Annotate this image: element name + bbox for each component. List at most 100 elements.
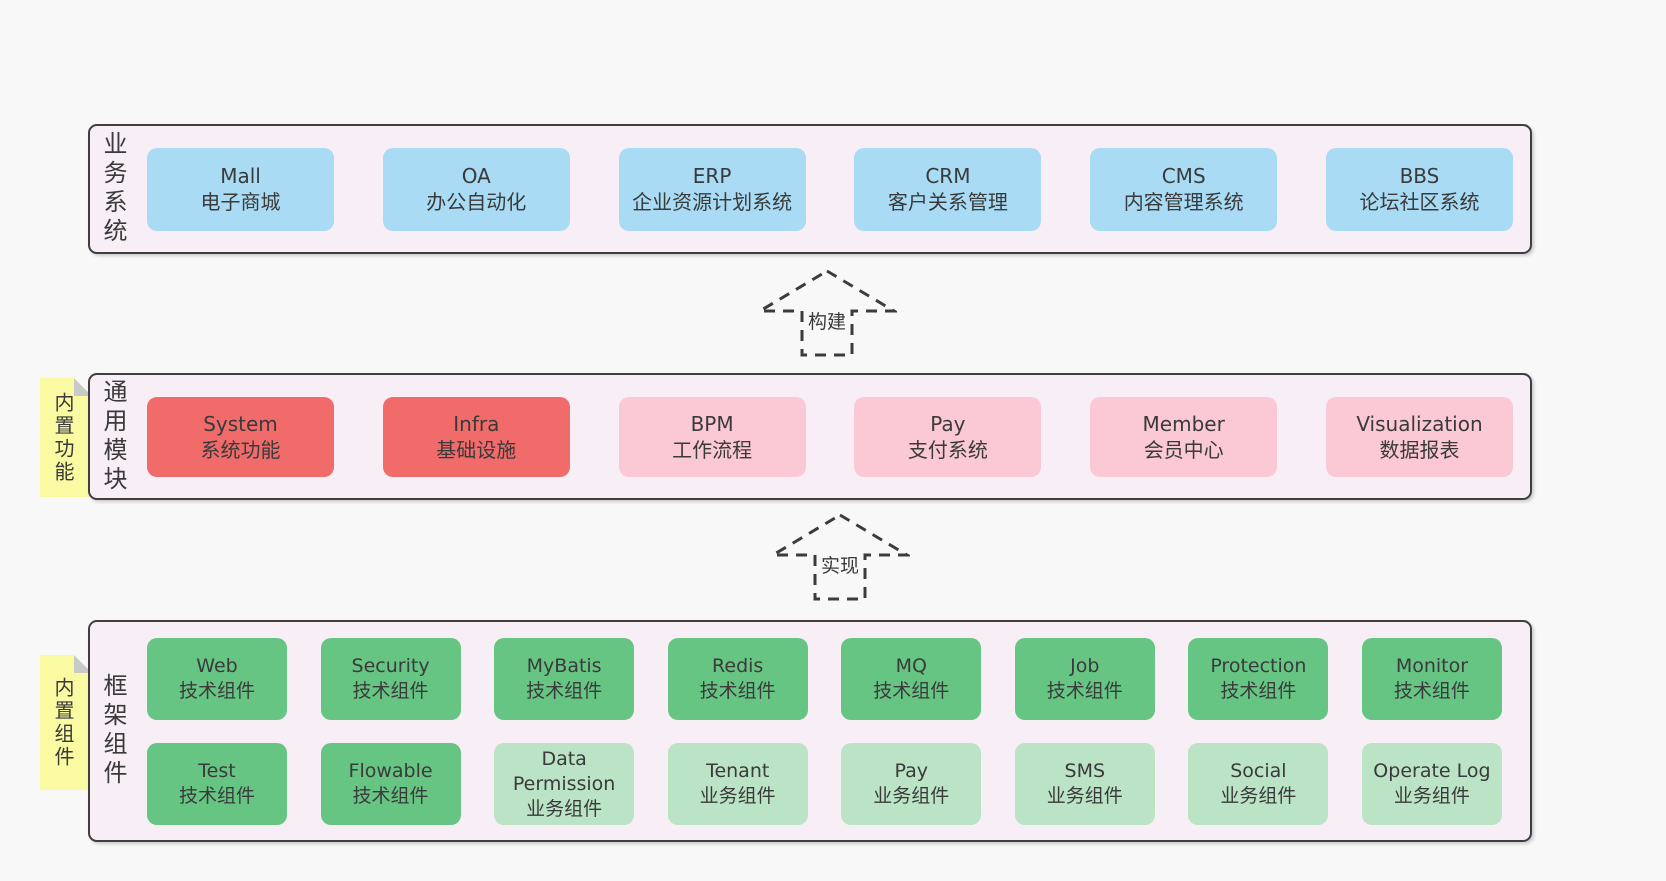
box-subtitle: 支付系统 xyxy=(907,437,988,462)
box-title: BPM xyxy=(690,411,734,436)
arrow-implement: 实现 xyxy=(770,512,910,602)
box-title: Data Permission xyxy=(512,747,616,795)
layer-framework-components: 框架组件 Web 技术组件 Security 技术组件 MyBatis 技术组件… xyxy=(88,620,1532,842)
box-bbs: BBS 论坛社区系统 xyxy=(1325,147,1513,231)
box-member: Member 会员中心 xyxy=(1090,396,1278,477)
up-arrow-icon xyxy=(770,513,910,601)
box-subtitle: 会员中心 xyxy=(1143,437,1224,462)
box-title: Flowable xyxy=(348,760,433,782)
box-erp: ERP 企业资源计划系统 xyxy=(618,147,806,231)
box-title: Operate Log xyxy=(1373,760,1491,782)
sticky-note-label: 内置组件 xyxy=(51,676,75,769)
box-pay-component: Pay 业务组件 xyxy=(841,743,982,825)
box-title: Member xyxy=(1142,411,1225,436)
box-subtitle: 工作流程 xyxy=(672,437,753,462)
box-test: Test 技术组件 xyxy=(147,743,287,825)
box-monitor: Monitor 技术组件 xyxy=(1361,638,1502,720)
component-row-2: Test 技术组件 Flowable 技术组件 Data Permission … xyxy=(147,743,1502,825)
box-mall: Mall 电子商城 xyxy=(147,147,334,231)
box-title: CMS xyxy=(1161,164,1206,188)
arrow-build: 构建 xyxy=(757,268,897,358)
layer-label-business-systems: 业务系统 xyxy=(99,131,127,247)
box-subtitle: 技术组件 xyxy=(1046,680,1123,702)
box-redis: Redis 技术组件 xyxy=(667,638,808,720)
arrow-build-label: 构建 xyxy=(804,306,850,335)
box-visualization: Visualization 数据报表 xyxy=(1325,396,1513,477)
box-infra: Infra 基础设施 xyxy=(382,396,570,477)
box-subtitle: 技术组件 xyxy=(352,785,429,807)
box-operate-log: Operate Log 业务组件 xyxy=(1361,743,1502,825)
box-title: Security xyxy=(351,655,430,677)
box-title: Test xyxy=(198,760,236,782)
business-boxes: Mall 电子商城 OA 办公自动化 ERP 企业资源计划系统 CRM 客户关系… xyxy=(147,126,1513,252)
box-title: MyBatis xyxy=(526,655,602,677)
box-subtitle: 业务组件 xyxy=(526,797,603,820)
box-title: System xyxy=(203,411,278,436)
sticky-note-label: 内置功能 xyxy=(51,391,75,484)
box-title: Mall xyxy=(220,164,261,188)
component-rows: Web 技术组件 Security 技术组件 MyBatis 技术组件 Redi… xyxy=(147,638,1502,825)
box-subtitle: 系统功能 xyxy=(200,437,281,462)
box-title: CRM xyxy=(925,164,971,188)
box-sms: SMS 业务组件 xyxy=(1014,743,1155,825)
layer-business-systems: 业务系统 Mall 电子商城 OA 办公自动化 ERP 企业资源计划系统 CRM… xyxy=(88,124,1532,254)
box-title: Job xyxy=(1070,655,1100,677)
box-data-permission: Data Permission 业务组件 xyxy=(494,743,635,825)
box-title: Pay xyxy=(894,760,929,782)
box-cms: CMS 内容管理系统 xyxy=(1090,147,1278,231)
arrow-implement-label: 实现 xyxy=(817,550,863,579)
box-subtitle: 业务组件 xyxy=(1046,785,1123,807)
box-subtitle: 技术组件 xyxy=(873,680,950,702)
box-subtitle: 业务组件 xyxy=(1393,785,1470,807)
box-title: Social xyxy=(1230,760,1287,782)
box-subtitle: 技术组件 xyxy=(699,680,776,702)
up-arrow-icon xyxy=(757,269,897,357)
box-title: Pay xyxy=(930,411,966,436)
box-subtitle: 业务组件 xyxy=(699,785,776,807)
module-boxes: System 系统功能 Infra 基础设施 BPM 工作流程 Pay 支付系统… xyxy=(147,375,1513,498)
box-security: Security 技术组件 xyxy=(320,638,461,720)
box-title: Web xyxy=(196,655,238,677)
box-title: ERP xyxy=(692,164,732,188)
box-oa: OA 办公自动化 xyxy=(382,147,570,231)
box-subtitle: 数据报表 xyxy=(1379,437,1460,462)
layer-label-framework-components: 框架组件 xyxy=(99,673,127,789)
box-system: System 系统功能 xyxy=(147,396,334,477)
box-title: Tenant xyxy=(706,760,770,782)
box-mybatis: MyBatis 技术组件 xyxy=(494,638,635,720)
box-subtitle: 电子商城 xyxy=(200,190,281,214)
layer-common-modules: 通用模块 System 系统功能 Infra 基础设施 BPM 工作流程 Pay… xyxy=(88,373,1532,500)
component-row-1: Web 技术组件 Security 技术组件 MyBatis 技术组件 Redi… xyxy=(147,638,1502,720)
box-title: Redis xyxy=(712,655,764,677)
box-subtitle: 业务组件 xyxy=(1220,785,1297,807)
box-job: Job 技术组件 xyxy=(1014,638,1155,720)
box-subtitle: 技术组件 xyxy=(178,680,255,702)
sticky-note-built-in-components: 内置组件 xyxy=(40,655,92,790)
box-subtitle: 技术组件 xyxy=(526,680,603,702)
sticky-note-built-in-features: 内置功能 xyxy=(40,378,92,497)
box-pay: Pay 支付系统 xyxy=(854,396,1042,477)
box-title: BBS xyxy=(1399,164,1440,188)
box-subtitle: 业务组件 xyxy=(873,785,950,807)
box-crm: CRM 客户关系管理 xyxy=(854,147,1042,231)
box-title: Protection xyxy=(1210,655,1307,677)
box-title: MQ xyxy=(895,655,927,677)
box-social: Social 业务组件 xyxy=(1188,743,1329,825)
box-title: Monitor xyxy=(1395,655,1469,677)
box-title: OA xyxy=(461,164,491,188)
layer-label-common-modules: 通用模块 xyxy=(99,378,127,495)
box-protection: Protection 技术组件 xyxy=(1188,638,1329,720)
box-mq: MQ 技术组件 xyxy=(841,638,982,720)
box-bpm: BPM 工作流程 xyxy=(618,396,806,477)
box-subtitle: 技术组件 xyxy=(352,680,429,702)
box-subtitle: 客户关系管理 xyxy=(887,190,1008,214)
box-subtitle: 基础设施 xyxy=(436,437,517,462)
box-subtitle: 企业资源计划系统 xyxy=(632,190,793,214)
box-subtitle: 技术组件 xyxy=(1393,680,1470,702)
box-subtitle: 技术组件 xyxy=(178,785,255,807)
box-subtitle: 内容管理系统 xyxy=(1123,190,1244,214)
box-title: Infra xyxy=(453,411,500,436)
box-title: Visualization xyxy=(1356,411,1483,436)
box-subtitle: 技术组件 xyxy=(1220,680,1297,702)
box-subtitle: 论坛社区系统 xyxy=(1359,190,1480,214)
